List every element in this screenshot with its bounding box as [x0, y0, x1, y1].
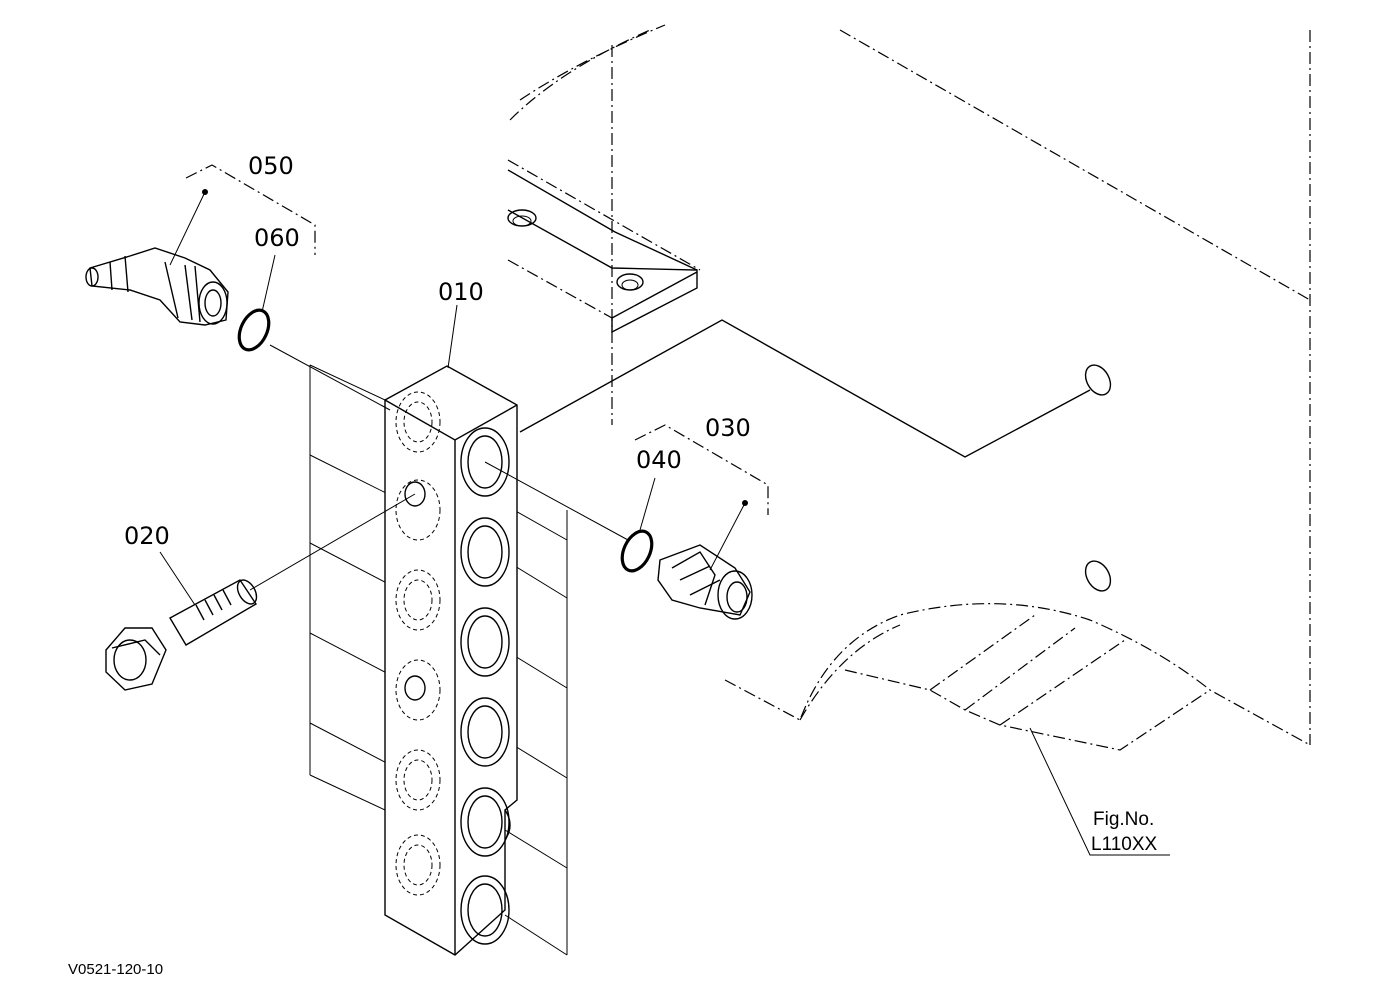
side-ports	[460, 427, 510, 945]
callout-030: 030	[705, 414, 751, 442]
callout-020: 020	[124, 522, 170, 550]
callout-leaders	[159, 164, 769, 606]
fitting-030	[484, 461, 753, 620]
o-ring-040	[620, 529, 654, 573]
callout-050: 050	[248, 152, 294, 180]
callout-010: 010	[438, 278, 484, 306]
figure-ref-line1: Fig.No.	[1093, 809, 1154, 830]
elbow-fitting-050	[85, 247, 391, 411]
banjo-bolt-020	[105, 493, 416, 691]
callout-040: 040	[636, 446, 682, 474]
figure-ref-leader	[1029, 727, 1170, 856]
figure-ref-line2: L110XX	[1091, 834, 1158, 855]
callout-060: 060	[254, 224, 300, 252]
drawing-code: V0521-120-10	[68, 961, 163, 978]
chassis-frame-phantom	[507, 24, 1311, 751]
frame-solid-edges	[519, 319, 1112, 592]
mounting-plate	[507, 169, 698, 334]
manifold-block-010	[309, 364, 568, 956]
o-ring-060	[237, 308, 271, 352]
